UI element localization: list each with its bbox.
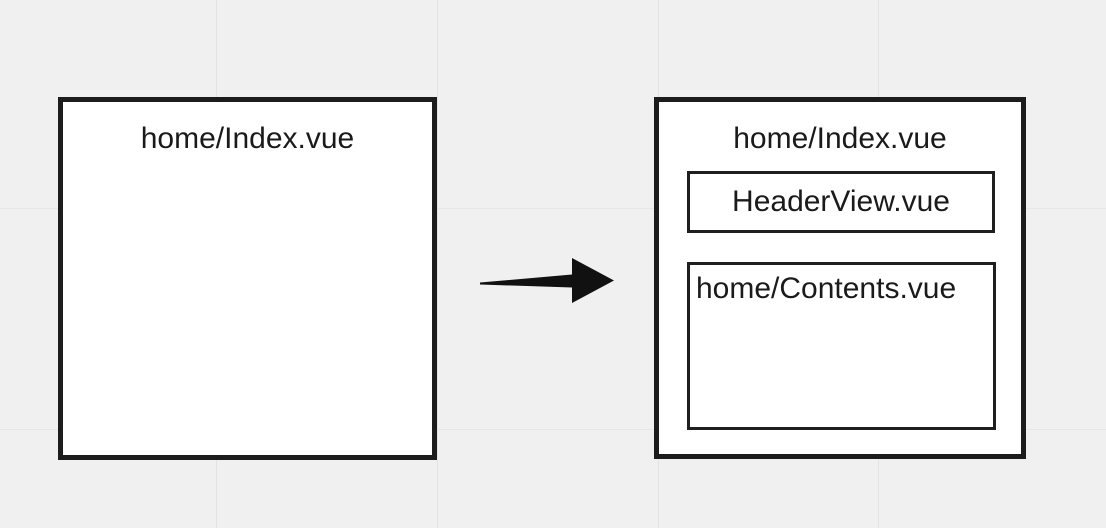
child-component-box-header: HeaderView.vue [687, 171, 995, 233]
child-component-box-contents: home/Contents.vue [687, 262, 996, 430]
child-component-label-contents: home/Contents.vue [696, 272, 957, 305]
after-component-label: home/Index.vue [733, 122, 947, 155]
grid-line-vertical [437, 0, 438, 528]
arrow-right-icon [474, 252, 620, 308]
before-component-box: home/Index.vue [58, 97, 437, 460]
after-component-box: home/Index.vue HeaderView.vue home/Conte… [654, 97, 1026, 459]
child-component-label-header: HeaderView.vue [732, 185, 950, 218]
before-component-label: home/Index.vue [140, 122, 355, 155]
